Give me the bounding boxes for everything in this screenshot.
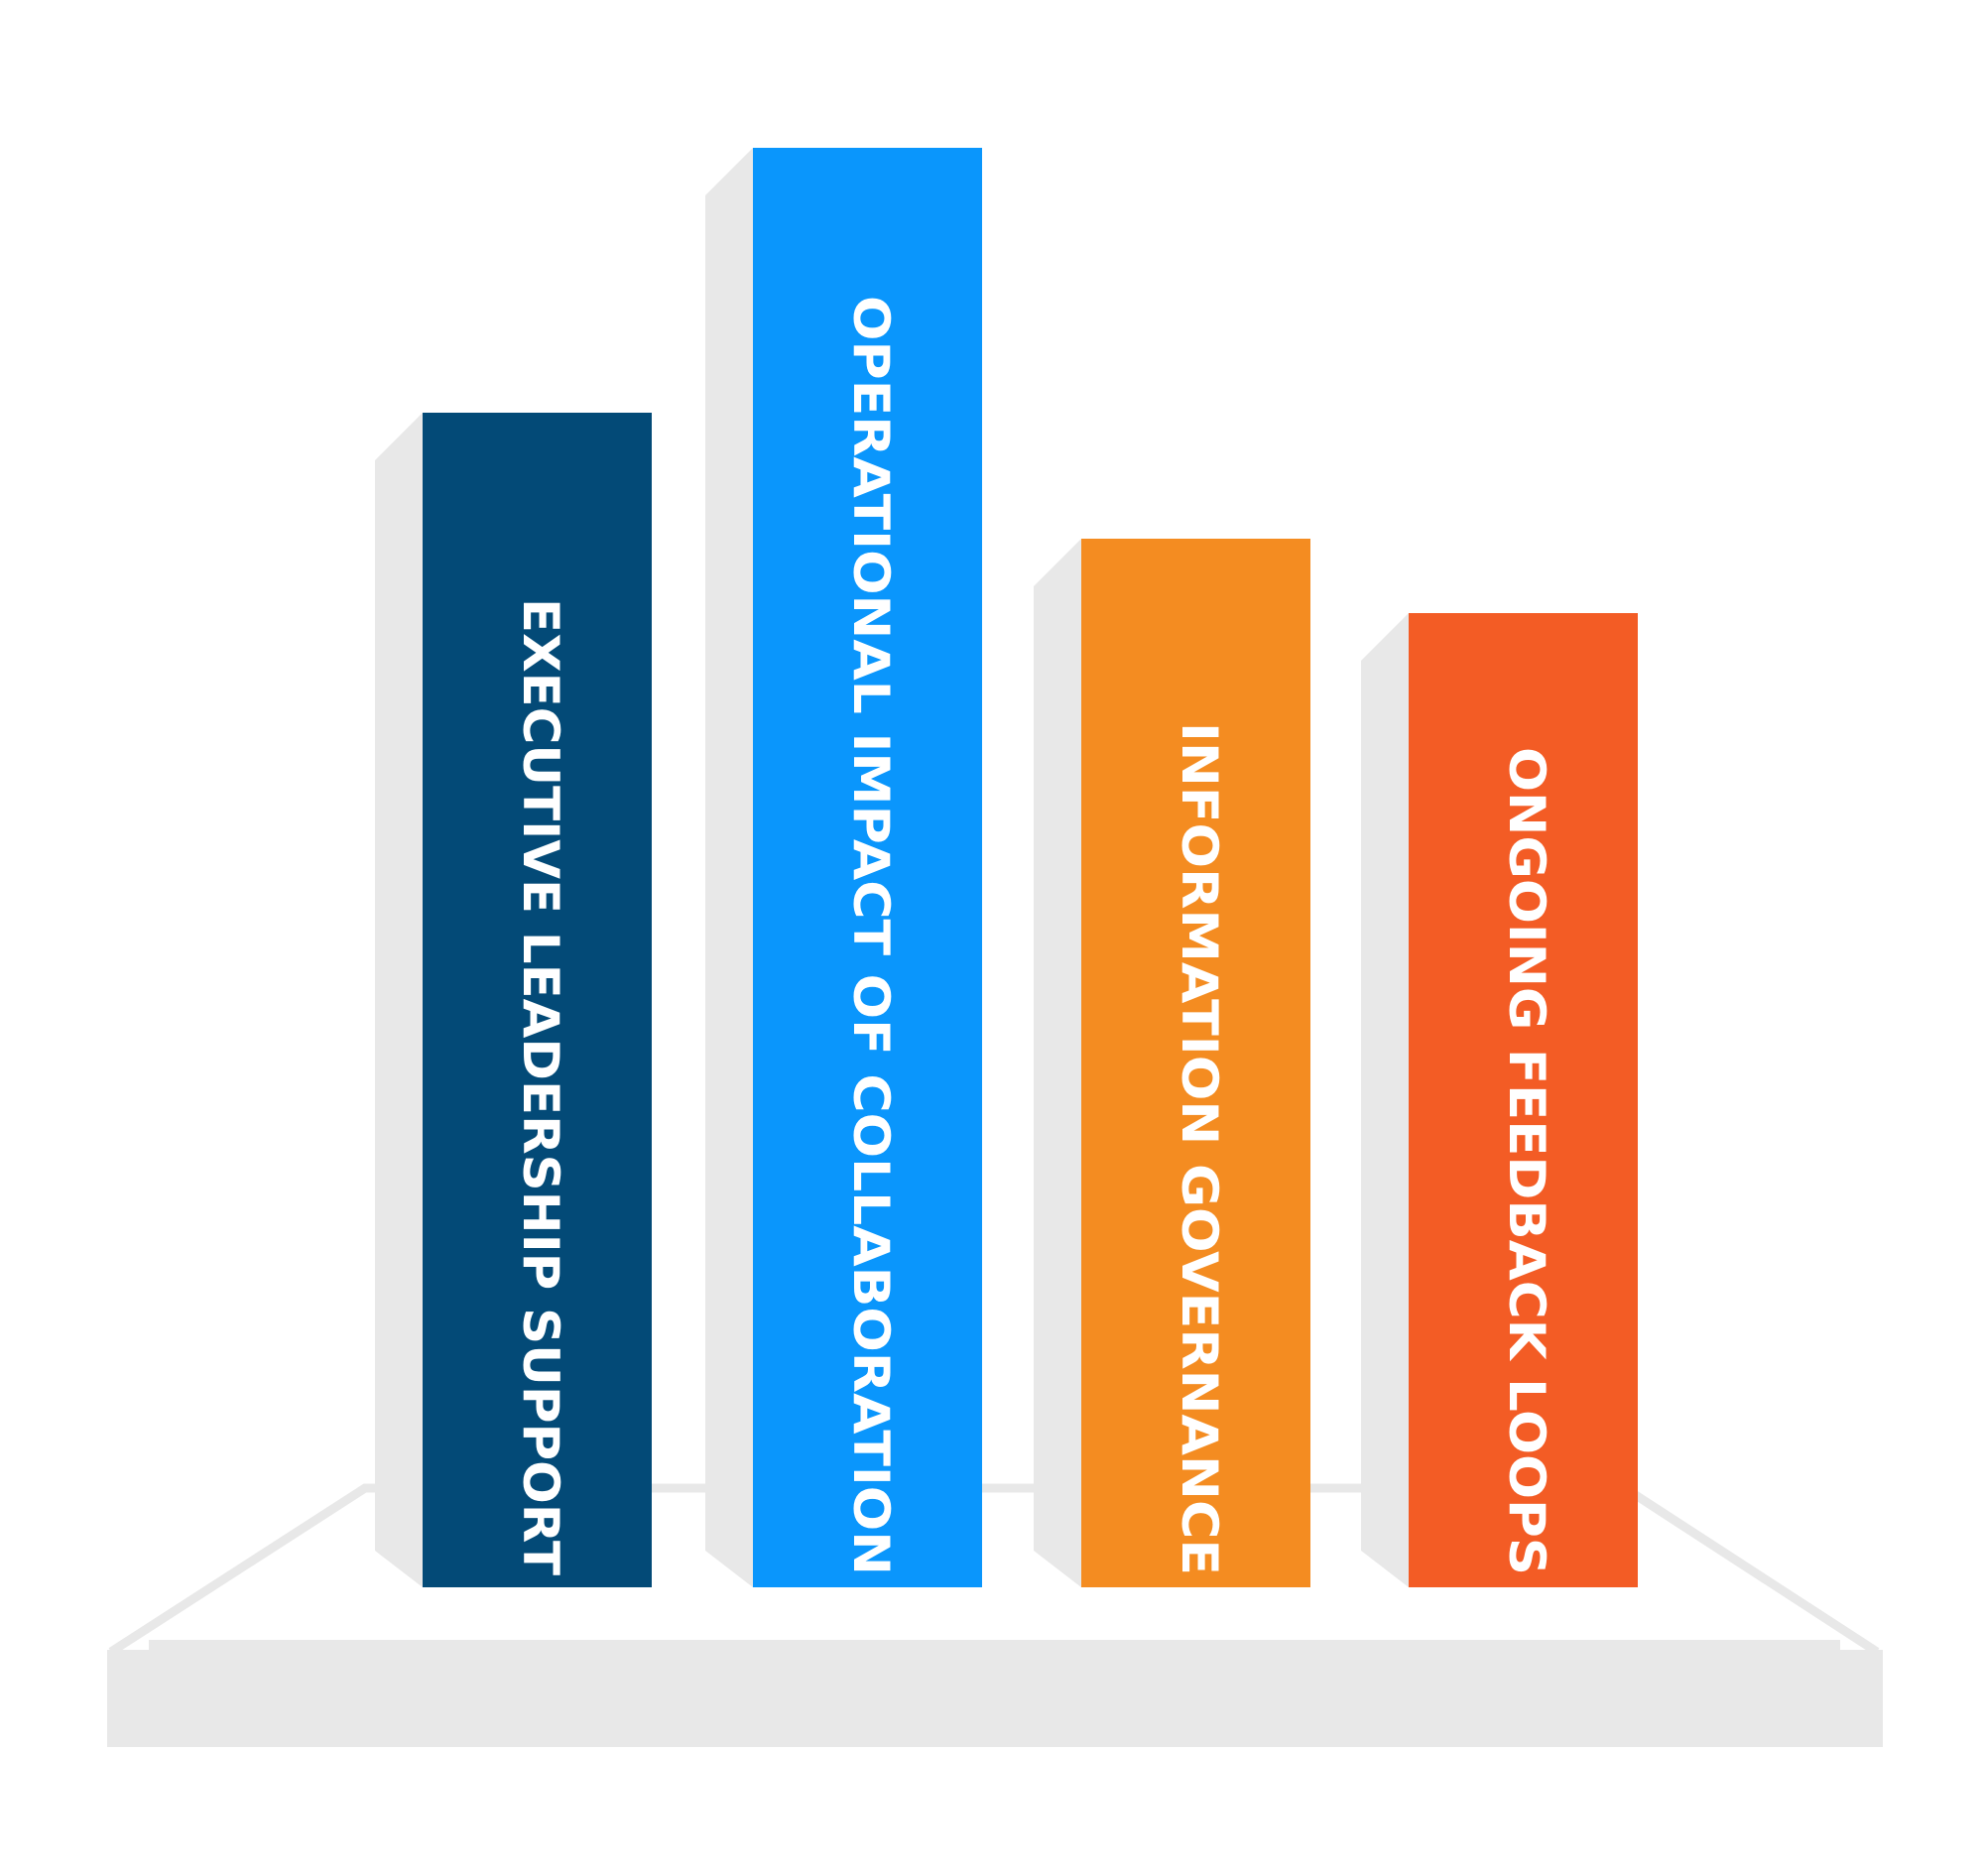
pillar-operational-impact-of-collaboration (753, 148, 982, 1587)
pillar-bodies (423, 148, 1638, 1587)
pillar-label-ongoing-feedback-loops: ONGOING FEEDBACK LOOPS (1498, 747, 1555, 1575)
pillar-shadow-operational-impact-of-collaboration (705, 148, 753, 1587)
pillar-shadow-information-governance (1034, 539, 1081, 1587)
pillar-labels: EXECUTIVE LEADERSHIP SUPPORT OPERATIONAL… (512, 296, 1555, 1575)
platform-base (107, 1650, 1883, 1747)
pillar-label-information-governance: INFORMATION GOVERNANCE (1171, 722, 1228, 1575)
pillar-label-executive-leadership-support: EXECUTIVE LEADERSHIP SUPPORT (512, 598, 569, 1575)
pillar-executive-leadership-support (423, 413, 652, 1587)
pillar-information-governance (1081, 539, 1310, 1587)
platform-outline (108, 1483, 1880, 1656)
pillar-label-operational-impact-of-collaboration: OPERATIONAL IMPACT OF COLLABORATION (842, 296, 900, 1575)
platform-top-edge (107, 1640, 1883, 1655)
pillar-shadow-ongoing-feedback-loops (1361, 613, 1409, 1587)
pillar-shadow-executive-leadership-support (375, 413, 423, 1587)
pillar-ongoing-feedback-loops (1409, 613, 1638, 1587)
pillar-shadows (375, 148, 1409, 1587)
